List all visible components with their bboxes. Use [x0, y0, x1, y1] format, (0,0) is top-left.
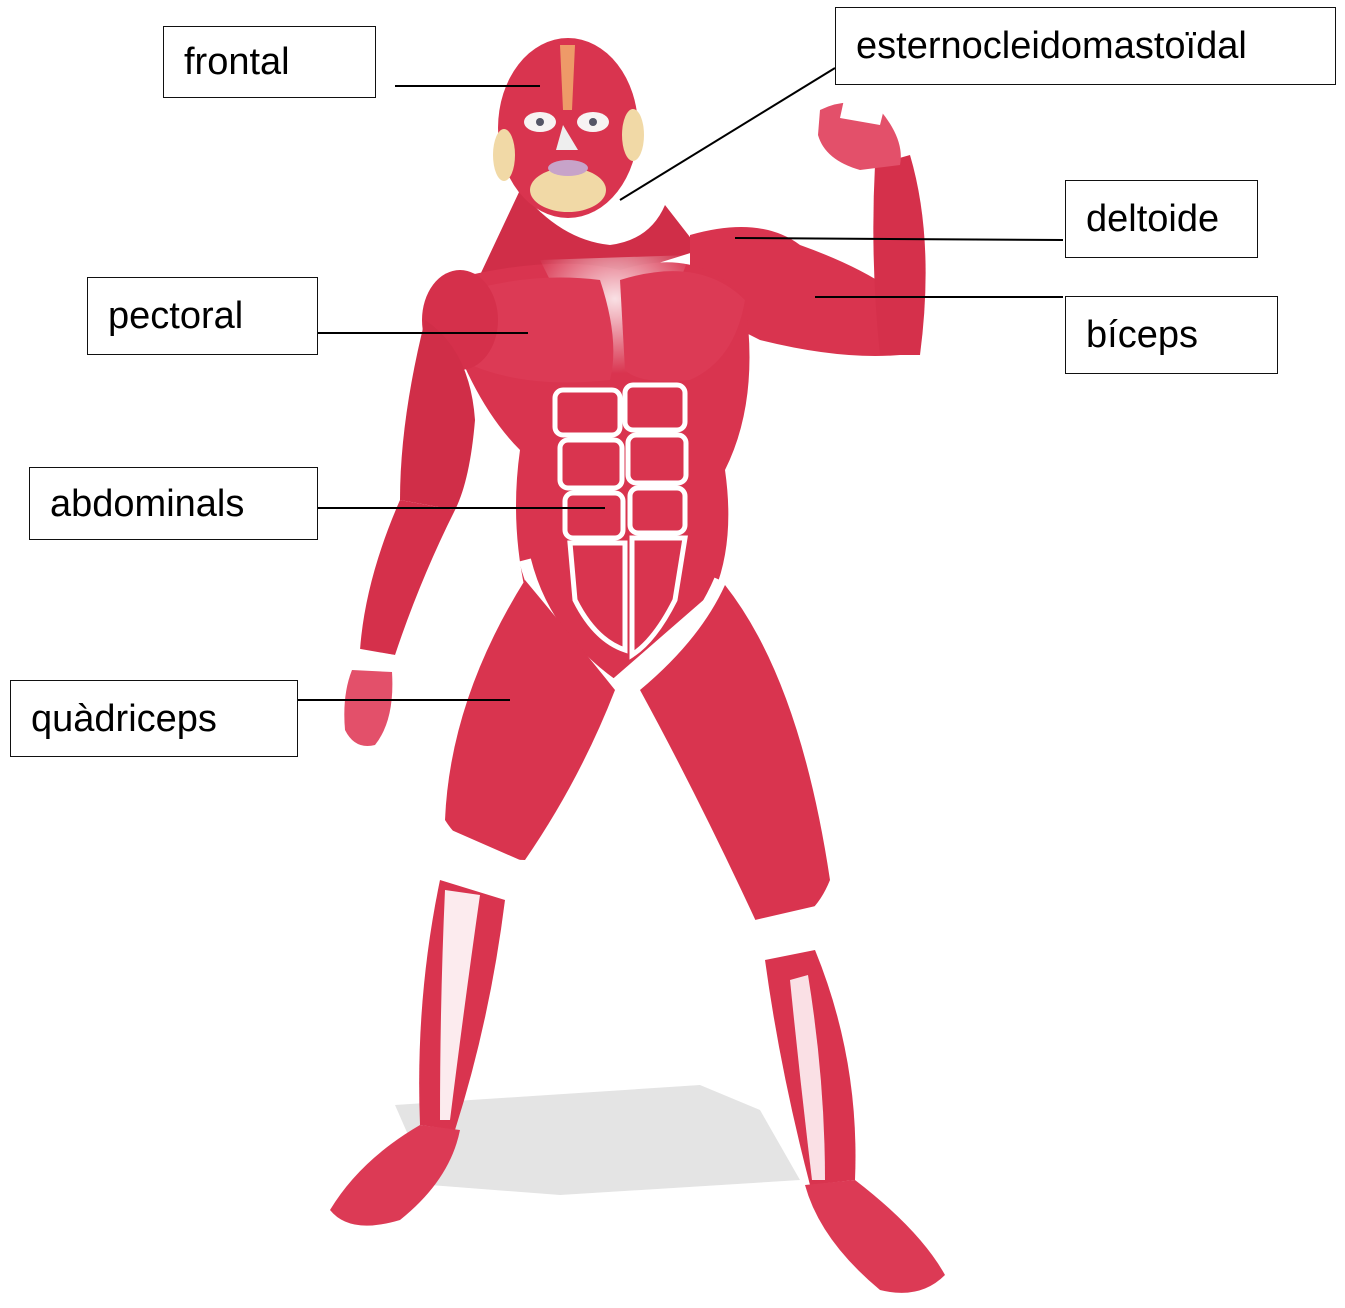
label-abdominals: abdominals [29, 467, 318, 540]
right-forearm [873, 155, 925, 355]
label-esternocleidomastoidal-text: esternocleidomastoïdal [856, 27, 1247, 65]
mouth [548, 160, 588, 176]
left-hand [344, 670, 392, 746]
left-pupil [536, 118, 544, 126]
right-thigh [640, 585, 830, 930]
label-esternocleidomastoidal: esternocleidomastoïdal [835, 7, 1336, 85]
right-foot [805, 1180, 945, 1293]
label-quadriceps: quàdriceps [10, 680, 298, 757]
label-biceps-text: bíceps [1086, 316, 1198, 354]
label-abdominals-text: abdominals [50, 485, 244, 523]
left-foot [330, 1125, 460, 1226]
label-deltoide: deltoide [1065, 180, 1258, 258]
label-frontal-text: frontal [184, 43, 290, 81]
label-deltoide-text: deltoide [1086, 200, 1219, 238]
left-ear [493, 129, 515, 181]
label-biceps: bíceps [1065, 296, 1278, 374]
label-pectoral-text: pectoral [108, 297, 243, 335]
right-pupil [589, 118, 597, 126]
label-pectoral: pectoral [87, 277, 318, 355]
label-frontal: frontal [163, 26, 376, 98]
right-ear [622, 109, 644, 161]
left-forearm [360, 500, 455, 655]
leader-esternocleidomastoidal [620, 68, 835, 200]
label-quadriceps-text: quàdriceps [31, 700, 217, 738]
